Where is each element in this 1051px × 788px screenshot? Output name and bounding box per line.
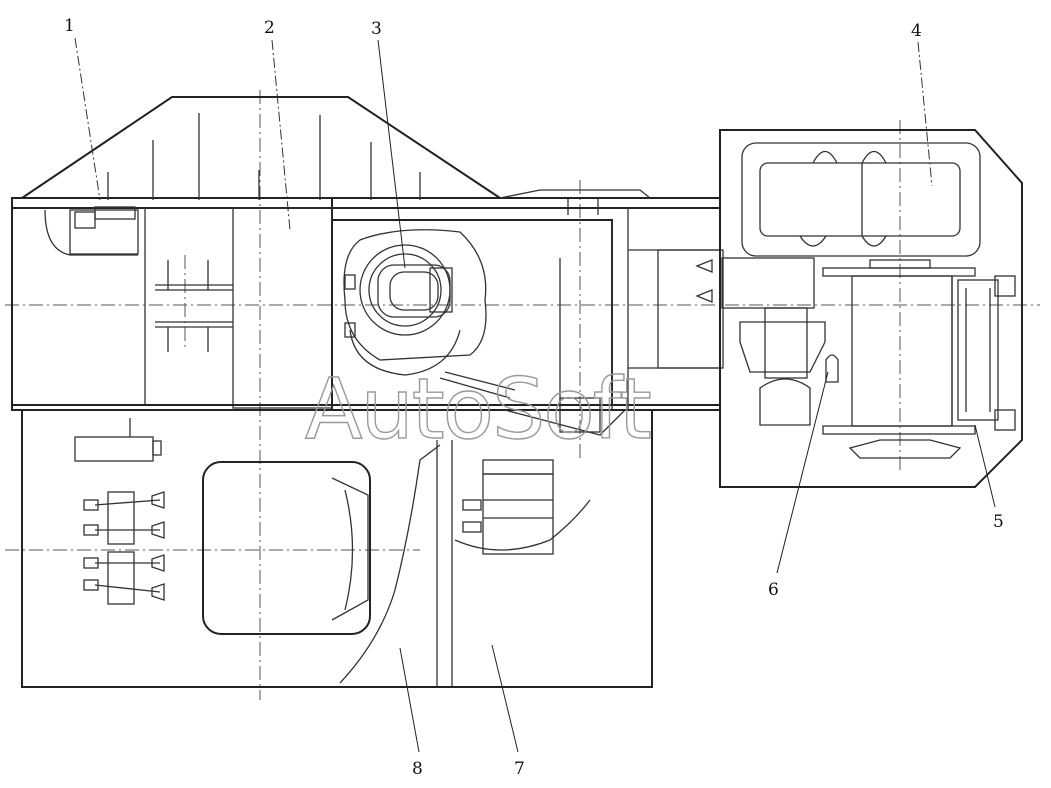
callouts: 1 2 3 4 5 6 7 8 — [64, 16, 1004, 779]
callout-7: 7 — [514, 759, 525, 779]
lever-group — [83, 491, 165, 605]
right-assembly — [695, 129, 1023, 488]
callout-5: 5 — [993, 512, 1004, 532]
callout-6: 6 — [768, 580, 779, 600]
callout-8: 8 — [412, 759, 423, 779]
callout-4: 4 — [911, 21, 922, 41]
callout-2: 2 — [264, 18, 275, 38]
central-assembly — [331, 189, 724, 436]
callout-3: 3 — [371, 19, 382, 39]
leader-lines — [74, 37, 996, 753]
watermark-text: AutoSoft — [305, 360, 650, 458]
lower-cab — [21, 409, 653, 688]
callout-1: 1 — [64, 16, 75, 36]
center-lines — [5, 90, 1040, 700]
